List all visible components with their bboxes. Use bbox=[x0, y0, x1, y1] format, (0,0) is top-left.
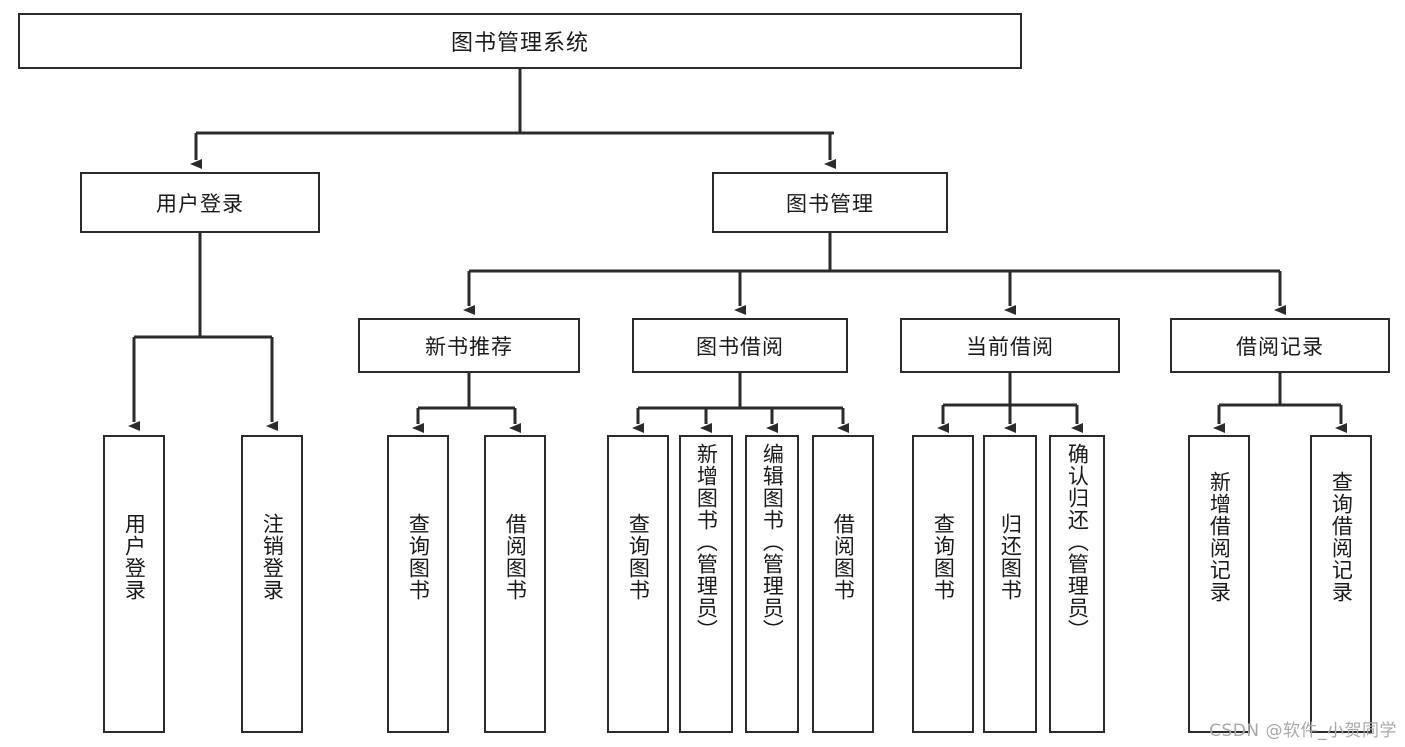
node-current-borrow[interactable]: 当前借阅 bbox=[900, 318, 1120, 373]
node-new-book-recommend[interactable]: 新书推荐 bbox=[358, 318, 580, 373]
node-borrow-records-label: 借阅记录 bbox=[1236, 334, 1324, 359]
leaf-borrow-book-newrec-label: 借阅图书 bbox=[503, 513, 528, 601]
leaf-query-book-borrow[interactable]: 查询图书 bbox=[607, 435, 669, 733]
leaf-query-book-newrec-label: 查询图书 bbox=[406, 513, 431, 601]
leaf-query-book-current[interactable]: 查询图书 bbox=[912, 435, 974, 733]
node-current-borrow-label: 当前借阅 bbox=[966, 334, 1054, 359]
leaf-borrow-book-label: 借阅图书 bbox=[831, 513, 856, 601]
node-book-borrow[interactable]: 图书借阅 bbox=[632, 318, 848, 373]
leaf-edit-book-admin-label: 编辑图书（管理员） bbox=[760, 443, 785, 641]
leaf-edit-book-admin[interactable]: 编辑图书（管理员） bbox=[745, 435, 799, 733]
node-root-label: 图书管理系统 bbox=[450, 31, 589, 56]
leaf-return-book[interactable]: 归还图书 bbox=[983, 435, 1037, 733]
leaf-logout-label: 注销登录 bbox=[260, 513, 285, 601]
node-user-login-label: 用户登录 bbox=[156, 191, 244, 216]
leaf-query-borrow-record[interactable]: 查询借阅记录 bbox=[1310, 435, 1372, 733]
leaf-borrow-book[interactable]: 借阅图书 bbox=[812, 435, 874, 733]
node-user-login[interactable]: 用户登录 bbox=[80, 172, 320, 233]
node-book-management-label: 图书管理 bbox=[786, 191, 874, 216]
leaf-query-book-borrow-label: 查询图书 bbox=[626, 513, 651, 601]
node-root[interactable]: 图书管理系统 bbox=[18, 13, 1022, 69]
leaf-query-book-current-label: 查询图书 bbox=[931, 513, 956, 601]
leaf-return-book-label: 归还图书 bbox=[998, 513, 1023, 601]
leaf-logout[interactable]: 注销登录 bbox=[241, 435, 303, 733]
leaf-query-borrow-record-label: 查询借阅记录 bbox=[1329, 471, 1354, 603]
leaf-user-login-label: 用户登录 bbox=[122, 513, 147, 601]
node-book-management[interactable]: 图书管理 bbox=[712, 172, 948, 233]
leaf-borrow-book-newrec[interactable]: 借阅图书 bbox=[484, 435, 546, 733]
leaf-confirm-return-admin-label: 确认归还（管理员） bbox=[1065, 443, 1090, 641]
leaf-confirm-return-admin[interactable]: 确认归还（管理员） bbox=[1049, 435, 1105, 733]
node-book-borrow-label: 图书借阅 bbox=[696, 334, 784, 359]
leaf-add-borrow-record-label: 新增借阅记录 bbox=[1207, 471, 1232, 603]
node-borrow-records[interactable]: 借阅记录 bbox=[1170, 318, 1390, 373]
leaf-user-login[interactable]: 用户登录 bbox=[103, 435, 165, 733]
leaf-query-book-newrec[interactable]: 查询图书 bbox=[387, 435, 449, 733]
leaf-add-book-admin[interactable]: 新增图书（管理员） bbox=[679, 435, 733, 733]
leaf-add-borrow-record[interactable]: 新增借阅记录 bbox=[1188, 435, 1250, 733]
leaf-add-book-admin-label: 新增图书（管理员） bbox=[694, 443, 719, 641]
node-new-book-recommend-label: 新书推荐 bbox=[425, 334, 513, 359]
